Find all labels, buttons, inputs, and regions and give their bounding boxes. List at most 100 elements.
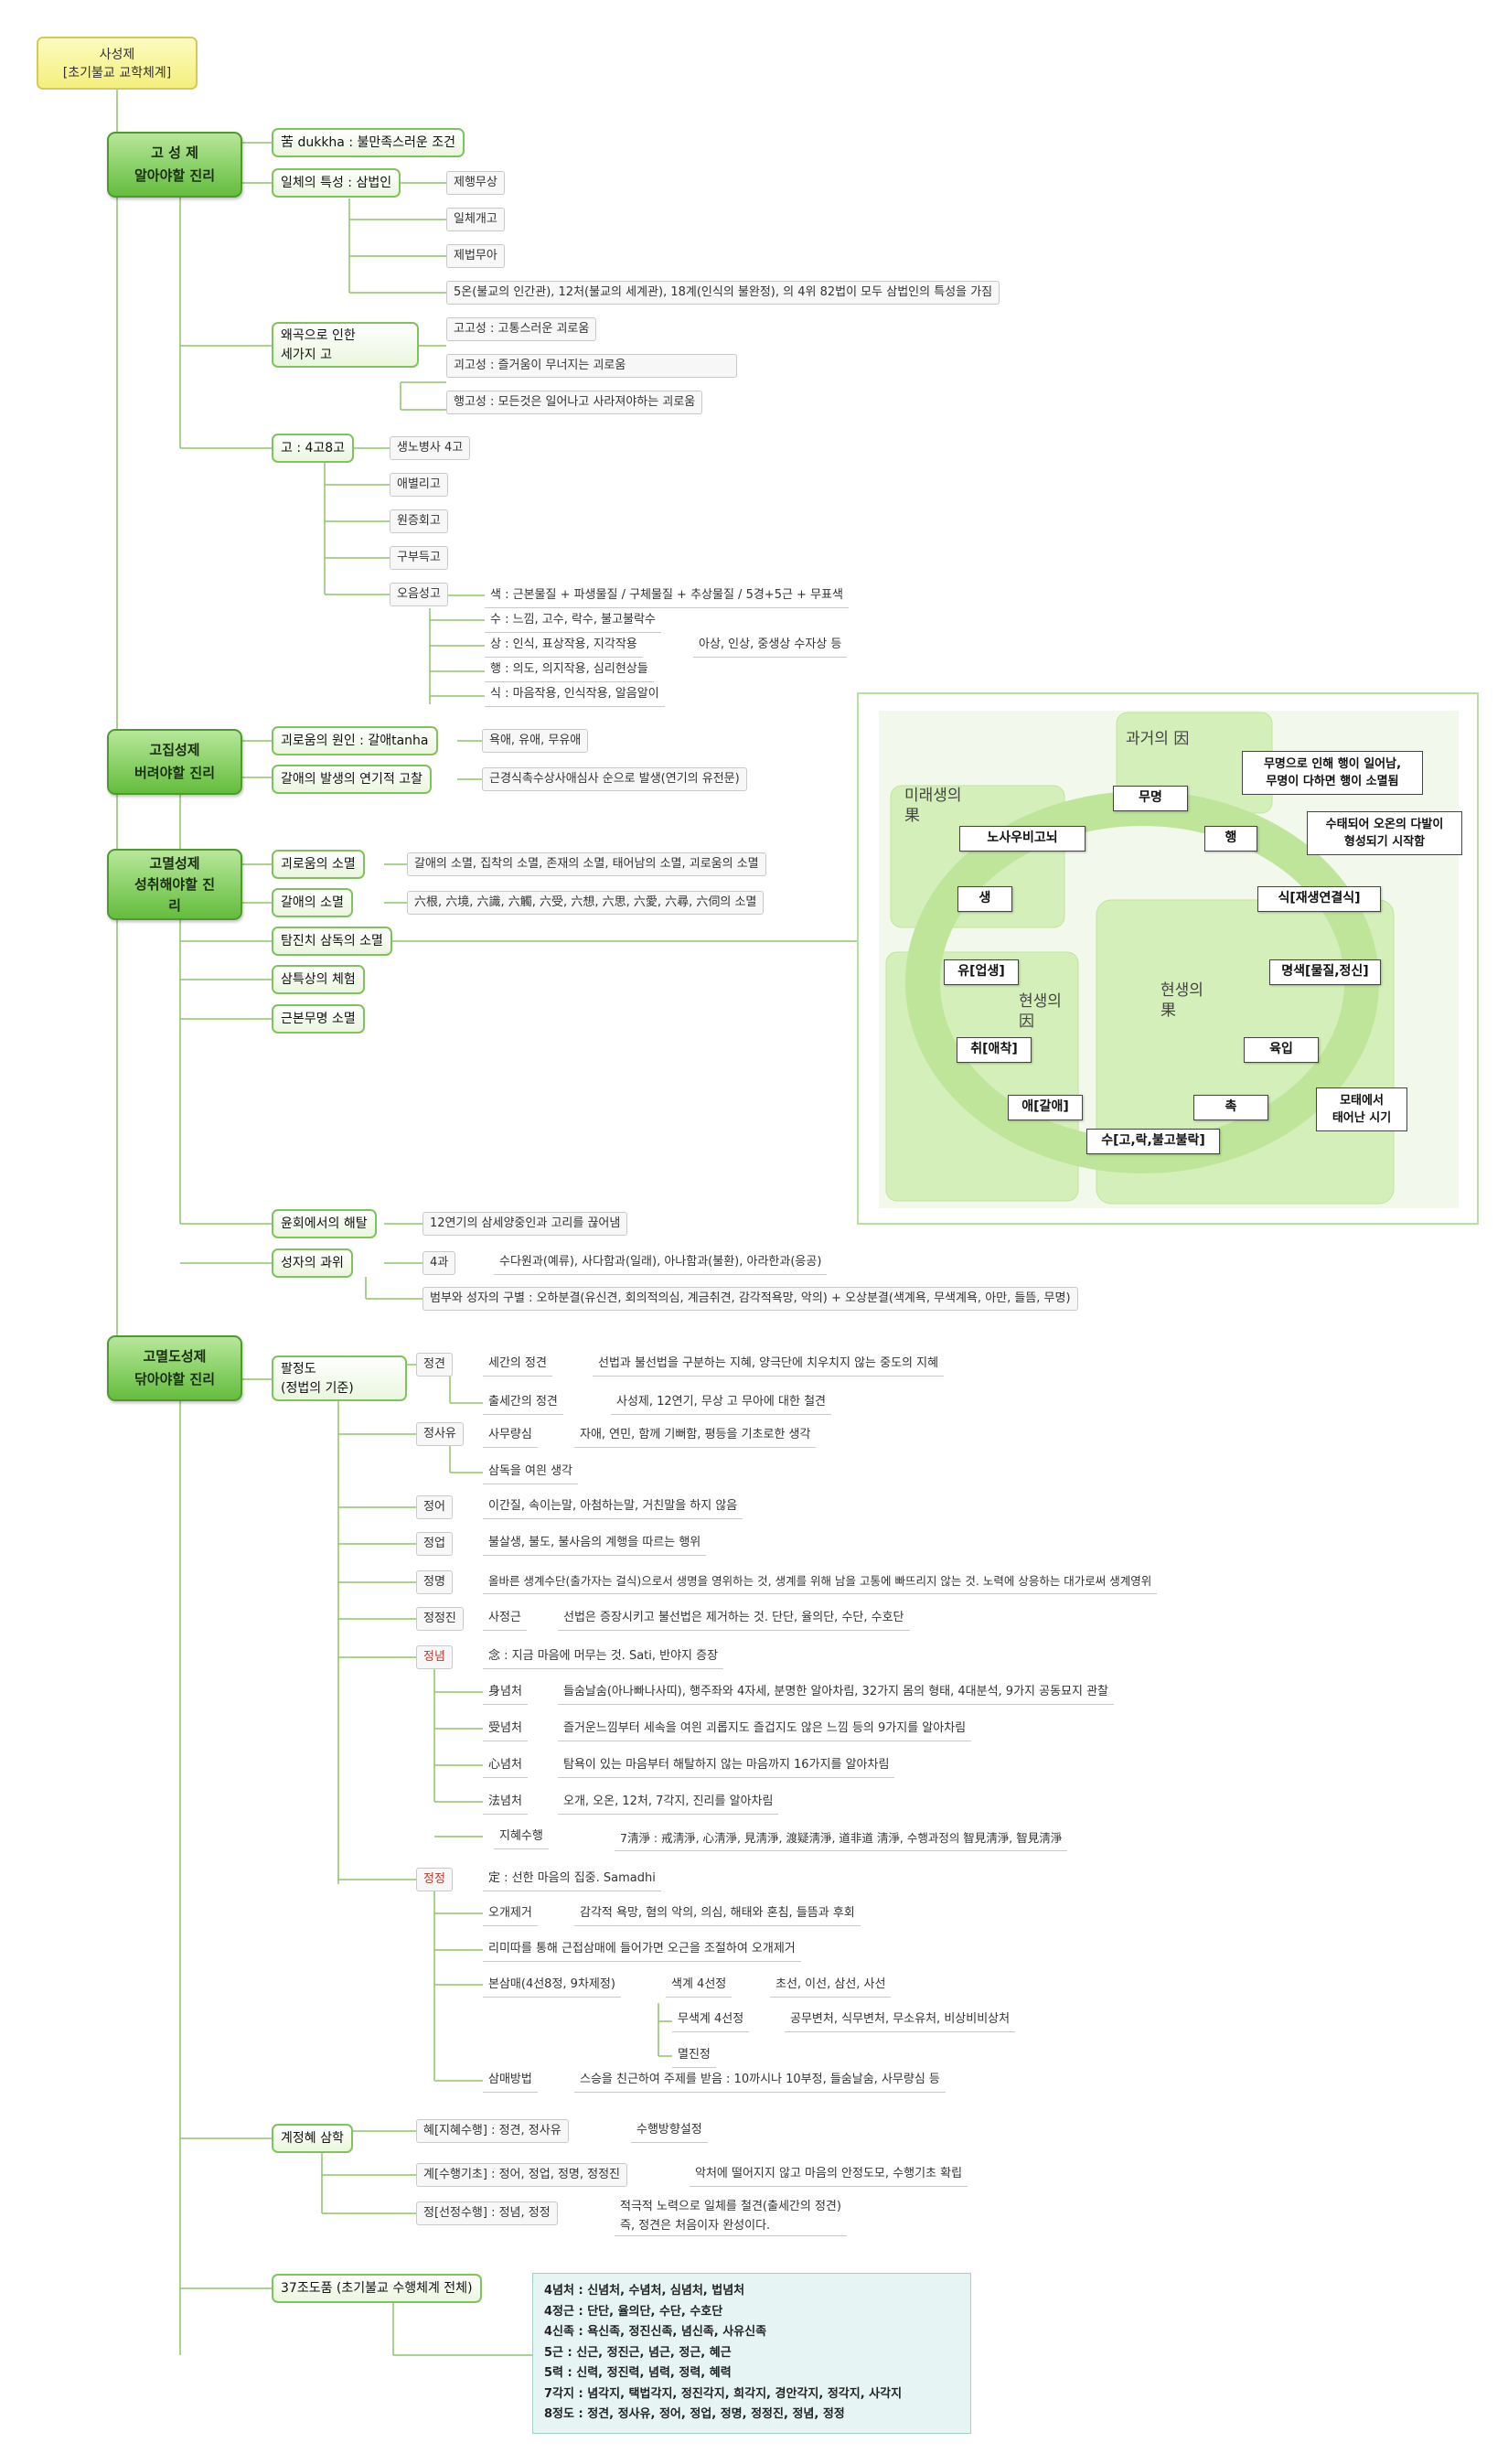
impermanence-leaf[interactable]: 제행무상 — [446, 171, 505, 195]
truth-cessation[interactable]: 고멸성제 성취해야할 진 리 — [107, 849, 242, 920]
right-intention-node[interactable]: 정사유 — [416, 1422, 464, 1446]
four-fruits-leaf[interactable]: 4과 — [422, 1251, 456, 1275]
link-birth[interactable]: 생 — [957, 886, 1012, 912]
wisdom-practice-label: 지혜수행 — [494, 1826, 549, 1849]
feeling-contemplation-text: 즐거운느낌부터 세속을 여읜 괴롭지도 즐겁지도 않은 느낌 등의 9가지를 알… — [558, 1718, 972, 1741]
concentration-training-leaf[interactable]: 정[선정수행] : 정념, 정정 — [416, 2202, 558, 2225]
hated-meeting-leaf[interactable]: 원증회고 — [390, 509, 448, 533]
right-speech-node[interactable]: 정어 — [416, 1495, 453, 1519]
dukkha-dukkha-leaf[interactable]: 고고성 : 고통스러운 괴로움 — [446, 317, 597, 341]
link-contact[interactable]: 촉 — [1193, 1095, 1268, 1120]
cessation-list-leaf[interactable]: 갈애의 소멸, 집착의 소멸, 존재의 소멸, 태어남의 소멸, 괴로움의 소멸 — [407, 852, 766, 876]
right-concentration-node[interactable]: 정정 — [416, 1868, 453, 1891]
twelve-links-leaf[interactable]: 12연기의 삼세양중인과 고리를 끊어냄 — [422, 1212, 628, 1236]
dhamma-contemplation-text: 오개, 오온, 12처, 7각지, 진리를 알아차림 — [558, 1791, 779, 1815]
birth-aging-leaf[interactable]: 생노병사 4고 — [390, 436, 471, 460]
ignorance-cessation-node[interactable]: 근본무명 소멸 — [272, 1004, 365, 1034]
cessation-attainment: 멸진정 — [672, 2044, 716, 2068]
thirty-seven-factors-box: 4념처 : 신념처, 수념처, 심념처, 법념처 4정근 : 단단, 율의단, … — [532, 2273, 971, 2434]
truth-path[interactable]: 고멸도성제 닦아야할 진리 — [107, 1335, 242, 1401]
aggregate-feeling: 수 : 느낌, 고수, 락수, 불고불락수 — [485, 609, 661, 633]
factor-line: 7각지 : 념각지, 택법각지, 정진각지, 희각지, 경안각지, 정각지, 사… — [544, 2386, 903, 2401]
dukkha-node[interactable]: 苦 dukkha : 불만족스러운 조건 — [272, 128, 465, 157]
separation-leaf[interactable]: 애별리고 — [390, 473, 448, 497]
right-action-node[interactable]: 정업 — [416, 1532, 453, 1556]
factor-line: 5력 : 신력, 정진력, 념력, 정력, 혜력 — [544, 2366, 732, 2380]
aggregate-perception: 상 : 인식, 표상작용, 지각작용 — [485, 634, 643, 658]
link-aging-death[interactable]: 노사우비고뇌 — [959, 826, 1086, 852]
sankhara-dukkha-leaf[interactable]: 행고성 : 모든것은 일어나고 사라져야하는 괴로움 — [446, 391, 703, 414]
dhamma-contemplation-label: 法념처 — [483, 1791, 528, 1815]
truth-origin[interactable]: 고집성제 버려야할 진리 — [107, 729, 242, 795]
right-view-node[interactable]: 정견 — [416, 1353, 453, 1377]
factor-line: 8정도 : 정견, 정사유, 정어, 정업, 정명, 정정진, 정념, 정정 — [544, 2407, 845, 2421]
dependent-origination-diagram: 과거의 因 미래생의 果 현생의 因 현생의 果 무명 행 식[재생연결식] 명… — [857, 692, 1479, 1225]
hindrances-text: 감각적 욕망, 혐의 악의, 의심, 해태와 혼침, 들뜸과 후회 — [574, 1902, 861, 1926]
six-sense-cessation-leaf[interactable]: 六根, 六境, 六識, 六觸, 六受, 六想, 六思, 六愛, 六尋, 六伺의 … — [407, 891, 765, 915]
future-fruit-label: 미래생의 果 — [904, 787, 962, 825]
three-sufferings-node[interactable]: 왜곡으로 인한 세가지 고 — [272, 322, 419, 368]
mundane-view-text: 선법과 불선법을 구분하는 지혜, 양극단에 치우치지 않는 중도의 지혜 — [593, 1353, 945, 1377]
four-fruits-text: 수다원과(예류), 사다함과(일래), 아나함과(불환), 아라한과(응공) — [494, 1251, 828, 1275]
present-cause-label: 현생의 因 — [1019, 992, 1062, 1031]
hindrances-label: 오개제거 — [483, 1902, 538, 1926]
factor-line: 4신족 : 욕신족, 정진신족, 념신족, 사유신족 — [544, 2325, 767, 2339]
three-marks-experience-node[interactable]: 삼특상의 체험 — [272, 965, 365, 994]
link-ignorance[interactable]: 무명 — [1113, 786, 1188, 811]
right-mindfulness-node[interactable]: 정념 — [416, 1645, 453, 1669]
samadhi-method-label: 삼매방법 — [483, 2069, 538, 2093]
right-livelihood-node[interactable]: 정명 — [416, 1570, 453, 1594]
link-feeling[interactable]: 수[고,락,불고불락] — [1086, 1129, 1220, 1154]
suffering-cessation-node[interactable]: 괴로움의 소멸 — [272, 850, 365, 879]
right-action-text: 불살생, 불도, 불사음의 계행을 따르는 행위 — [483, 1532, 707, 1556]
samsara-release-node[interactable]: 윤회에서의 해탈 — [272, 1209, 377, 1238]
supramundane-view-text: 사성제, 12연기, 무상 고 무아에 대한 철견 — [611, 1391, 832, 1415]
access-concentration-text: 리미따를 통해 근접삼매에 들어가면 오근을 조절하여 오개제거 — [483, 1938, 801, 1962]
three-trainings-node[interactable]: 계정혜 삼학 — [272, 2124, 353, 2153]
three-marks-node[interactable]: 일체의 특성 : 삼법인 — [272, 168, 401, 198]
fetters-leaf[interactable]: 범부와 성자의 구별 : 오하분결(유신견, 회의적의심, 계금취견, 감각적욕… — [422, 1287, 1078, 1311]
craving-types-leaf[interactable]: 욕애, 유애, 무유애 — [482, 729, 589, 753]
note-ignorance: 무명으로 인해 행이 일어남, 무명이 다하면 행이 소멸됨 — [1242, 751, 1423, 795]
five-aggregates-leaf[interactable]: 오음성고 — [390, 583, 448, 606]
noble-fruits-node[interactable]: 성자의 과위 — [272, 1248, 353, 1278]
aggregates-note[interactable]: 5온(불교의 인간관), 12처(불교의 세계관), 18계(인식의 불완정),… — [446, 281, 1000, 305]
present-fruit-label: 현생의 果 — [1160, 981, 1203, 1020]
craving-cessation-node[interactable]: 갈애의 소멸 — [272, 888, 353, 917]
link-consciousness[interactable]: 식[재생연결식] — [1257, 886, 1381, 912]
three-poisons-node[interactable]: 탐진치 삼독의 소멸 — [272, 927, 392, 956]
link-formations[interactable]: 행 — [1204, 826, 1257, 852]
mindfulness-definition: 念 : 지금 마음에 머무는 것. Sati, 반야지 증장 — [483, 1645, 724, 1669]
wisdom-training-leaf[interactable]: 혜[지혜수행] : 정견, 정사유 — [416, 2119, 569, 2143]
craving-cause-node[interactable]: 괴로움의 원인 : 갈애tanha — [272, 726, 438, 755]
right-effort-node[interactable]: 정정진 — [416, 1607, 464, 1631]
eightfold-path-node[interactable]: 팔정도 (정법의 기준) — [272, 1355, 407, 1401]
form-jhana-label: 색계 4선정 — [666, 1974, 733, 1998]
link-becoming[interactable]: 유[업생] — [944, 959, 1019, 985]
supramundane-view-label: 출세간의 정견 — [483, 1391, 563, 1415]
suffering-leaf[interactable]: 일체개고 — [446, 208, 505, 231]
link-name-form[interactable]: 명색[물질,정신] — [1269, 959, 1381, 985]
arising-order-leaf[interactable]: 근경식촉수상사애심사 순으로 발생(연기의 유전문) — [482, 767, 747, 791]
link-craving[interactable]: 애[갈애] — [1008, 1095, 1083, 1120]
four-eight-sufferings-node[interactable]: 고 : 4고8고 — [272, 434, 355, 463]
body-contemplation-label: 身념처 — [483, 1681, 528, 1705]
link-clinging[interactable]: 취[애착] — [957, 1037, 1032, 1063]
viparinama-leaf[interactable]: 괴고성 : 즐거움이 무너지는 괴로움 — [446, 354, 737, 378]
feeling-contemplation-label: 受념처 — [483, 1718, 528, 1741]
truth-suffering[interactable]: 고 성 제 알아야할 진리 — [107, 132, 242, 198]
mind-contemplation-text: 탐욕이 있는 마음부터 해탈하지 않는 마음까지 16가지를 알아차림 — [558, 1754, 895, 1778]
factor-line: 5근 : 신근, 정진근, 념근, 정근, 혜근 — [544, 2345, 732, 2360]
four-immeasurables-text: 자애, 연민, 함께 기뻐함, 평등을 기초로한 생각 — [574, 1424, 817, 1448]
craving-origin-node[interactable]: 갈애의 발생의 연기적 고찰 — [272, 765, 433, 794]
thirty-seven-factors-node[interactable]: 37조도품 (초기불교 수행체계 전체) — [272, 2274, 482, 2303]
root-node[interactable]: 사성제 [초기불교 교학체계] — [37, 37, 198, 90]
morality-training-leaf[interactable]: 계[수행기초] : 정어, 정업, 정명, 정정진 — [416, 2163, 628, 2187]
unfulfilled-leaf[interactable]: 구부득고 — [390, 546, 448, 570]
aggregate-formations: 행 : 의도, 의지작용, 심리현상들 — [485, 659, 654, 682]
note-birth-period: 모태에서 태어난 시기 — [1316, 1087, 1407, 1131]
past-cause-label: 과거의 因 — [1126, 730, 1190, 748]
absorption-label: 본삼매(4선8정, 9차제정) — [483, 1974, 621, 1998]
link-six-senses[interactable]: 육입 — [1244, 1037, 1319, 1063]
nonself-leaf[interactable]: 제법무아 — [446, 244, 505, 268]
